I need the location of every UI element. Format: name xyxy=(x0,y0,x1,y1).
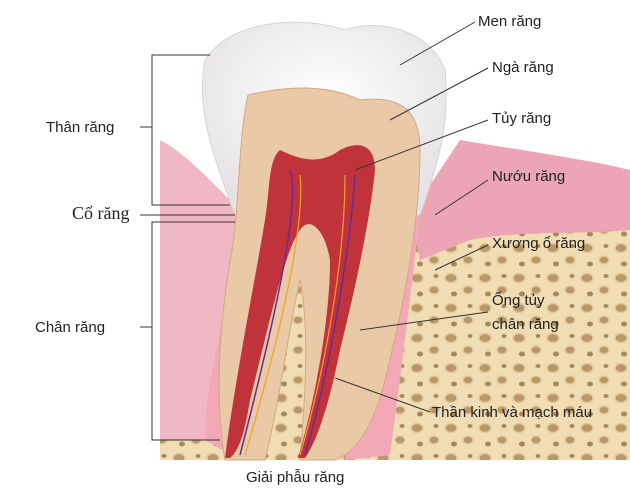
label-crown: Thân răng xyxy=(46,119,115,136)
bracket-lines xyxy=(140,21,489,441)
label-gum: Nướu răng xyxy=(492,168,566,185)
label-pulp: Tủy răng xyxy=(492,110,552,127)
label-alveolar-bone: Xương ổ răng xyxy=(492,235,586,252)
label-enamel: Men răng xyxy=(478,13,542,30)
label-neck: Cổ răng xyxy=(72,203,130,223)
diagram-title: Giải phẫu răng xyxy=(246,469,345,486)
label-root: Chân răng xyxy=(35,319,106,336)
label-root-canal-1: Ống tủy xyxy=(492,292,545,309)
label-dentin: Ngà răng xyxy=(492,59,554,76)
label-root-canal-2: chân răng xyxy=(492,316,559,333)
label-nerves-vessels: Thần kinh và mạch máu xyxy=(432,404,593,421)
pulp xyxy=(225,145,375,459)
